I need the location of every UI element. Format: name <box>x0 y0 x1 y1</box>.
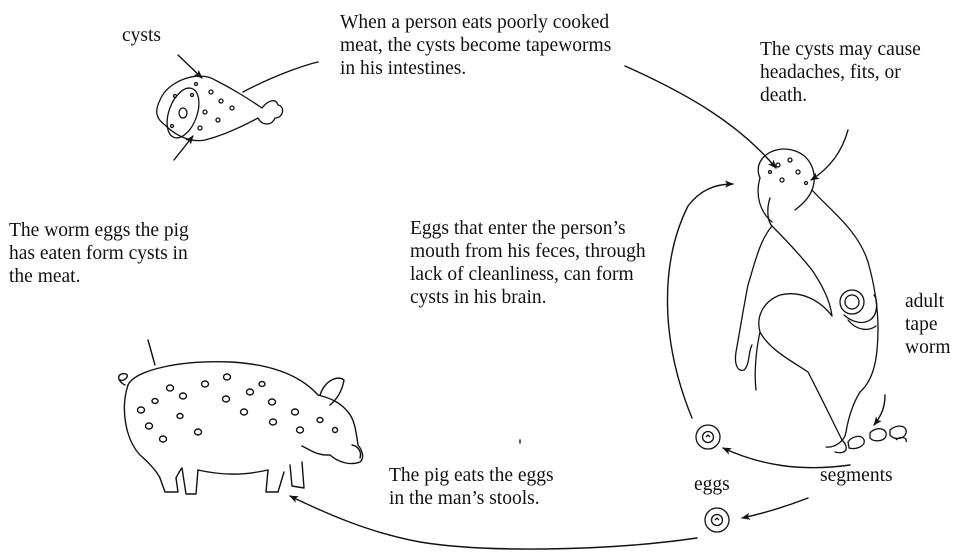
arrow-segments-to-eggs-lower <box>741 497 809 520</box>
label-adult-worm: adult tape worm <box>905 291 951 358</box>
label-segments: segments <box>820 465 893 486</box>
arrow-self-infection <box>666 180 734 419</box>
meat-illustration <box>156 75 284 142</box>
label-brain-effects: The cysts may cause headaches, fits, or … <box>760 39 921 106</box>
label-eggs: eggs <box>694 474 730 495</box>
arrow-segments-to-egg-upper <box>722 447 851 469</box>
pig-illustration <box>118 361 364 495</box>
cysts-arrow-top <box>177 54 203 79</box>
arrow-meat-to-person-lower <box>624 65 777 169</box>
arrow-eggs-to-pig <box>289 495 698 550</box>
arrow-worm-to-segments <box>873 394 886 426</box>
label-self-infection: Eggs that enter the person’s mouth from … <box>410 218 646 308</box>
label-pig-eats: The pig eats the eggs in the man’s stool… <box>389 465 554 509</box>
segments-illustration <box>847 425 907 450</box>
arrow-meat-to-person <box>242 61 319 93</box>
person-illustration <box>734 148 879 454</box>
arrow-brain-effects <box>810 129 849 181</box>
arrow-pig-to-meat <box>147 339 156 366</box>
label-pig-caption: The worm eggs the pig has eaten form cys… <box>9 220 189 287</box>
label-meat-caption: When a person eats poorly cooked meat, t… <box>340 12 612 79</box>
label-cysts: cysts <box>122 25 161 46</box>
egg-lower <box>704 507 730 533</box>
egg-upper <box>695 424 721 450</box>
